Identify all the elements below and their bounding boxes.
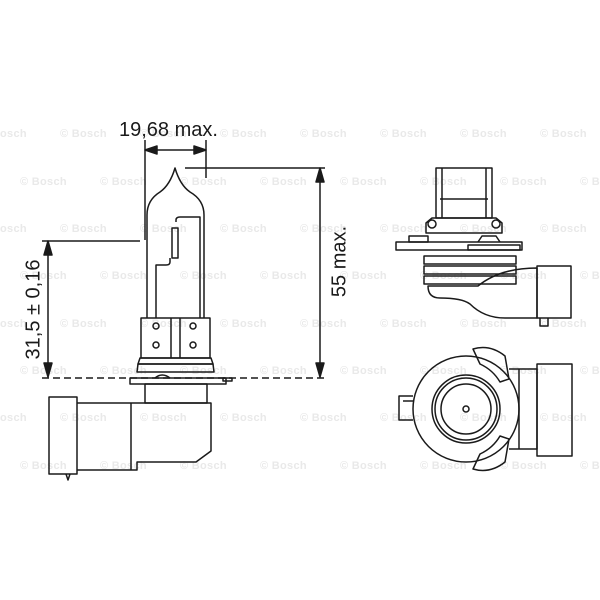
watermark-text: © Bosch xyxy=(260,176,307,188)
watermark-text: © Bosch xyxy=(20,460,67,472)
watermark-text: © Bosch xyxy=(540,223,587,235)
bulb-front-view xyxy=(48,167,233,481)
watermark-text: © Bosch xyxy=(140,223,187,235)
watermark-text: © Bosch xyxy=(0,412,27,424)
watermark-text: © Bosch xyxy=(420,460,467,472)
watermark-text: © Bosch xyxy=(140,412,187,424)
watermark-text: © Bosch xyxy=(460,318,507,330)
label-width-max: 19,68 max. xyxy=(119,119,218,141)
watermark-text: © Bosch xyxy=(260,270,307,282)
watermark-text: © Bosch xyxy=(380,128,427,140)
watermark-text: © Bosch xyxy=(300,128,347,140)
watermark-text: © Bosch xyxy=(20,176,67,188)
watermark-text: © Bosch xyxy=(220,318,267,330)
watermark-text: © Bosch xyxy=(300,223,347,235)
watermark-text: © Bosch xyxy=(420,176,467,188)
watermark-text: © Bosch xyxy=(140,128,187,140)
watermark-text: © Bosch xyxy=(220,412,267,424)
watermark-text: © Bosch xyxy=(0,223,27,235)
watermark-text: © Bosch xyxy=(580,460,600,472)
watermark-text: © Bosch xyxy=(500,176,547,188)
watermark-text: © Bosch xyxy=(380,223,427,235)
watermark-text: © Bosch xyxy=(580,176,600,188)
watermark-text: © Bosch xyxy=(100,176,147,188)
watermark-text: © Bosch xyxy=(540,128,587,140)
bulb-top-view xyxy=(398,346,573,472)
watermark-text: © Bosch xyxy=(580,270,600,282)
dimension-width xyxy=(144,140,207,240)
watermark-text: © Bosch xyxy=(60,223,107,235)
watermark-text: © Bosch xyxy=(540,318,587,330)
watermark-text: © Bosch xyxy=(100,270,147,282)
bulb-side-view xyxy=(395,167,572,327)
watermark-text: © Bosch xyxy=(180,365,227,377)
watermark-text: © Bosch xyxy=(180,460,227,472)
watermark-text: © Bosch xyxy=(340,365,387,377)
dimension-reference-height xyxy=(42,240,140,378)
watermark-text: © Bosch xyxy=(580,365,600,377)
watermark-text: © Bosch xyxy=(300,412,347,424)
label-reference-height: 31,5 ± 0,16 xyxy=(22,259,45,360)
watermark-text: © Bosch xyxy=(380,318,427,330)
label-overall-height-max: 55 max. xyxy=(328,225,351,298)
dimension-overall-height xyxy=(185,167,325,378)
watermark-text: © Bosch xyxy=(60,128,107,140)
watermark-text: © Bosch xyxy=(220,223,267,235)
watermark-text: © Bosch xyxy=(500,270,547,282)
watermark-text: © Bosch xyxy=(340,176,387,188)
watermark-text: © Bosch xyxy=(60,412,107,424)
watermark-text: © Bosch xyxy=(140,318,187,330)
watermark-text: © Bosch xyxy=(100,365,147,377)
watermark-text: © Bosch xyxy=(20,365,67,377)
watermark-text: © Bosch xyxy=(300,318,347,330)
watermark-text: © Bosch xyxy=(540,412,587,424)
watermark-text: © Bosch xyxy=(180,176,227,188)
watermark-text: © Bosch xyxy=(0,128,27,140)
watermark-text: © Bosch xyxy=(260,460,307,472)
watermark-text: © Bosch xyxy=(340,270,387,282)
watermark-text: © Bosch xyxy=(500,460,547,472)
watermark-text: © Bosch xyxy=(500,365,547,377)
watermark-text: © Bosch xyxy=(60,318,107,330)
watermark-text: © Bosch xyxy=(20,270,67,282)
watermark-text: © Bosch xyxy=(460,128,507,140)
watermark-text: © Bosch xyxy=(340,460,387,472)
watermark-text: © Bosch xyxy=(100,460,147,472)
watermark-text: © Bosch xyxy=(220,128,267,140)
watermark-text: © Bosch xyxy=(260,365,307,377)
watermark-text: © Bosch xyxy=(0,318,27,330)
watermark-text: © Bosch xyxy=(460,223,507,235)
